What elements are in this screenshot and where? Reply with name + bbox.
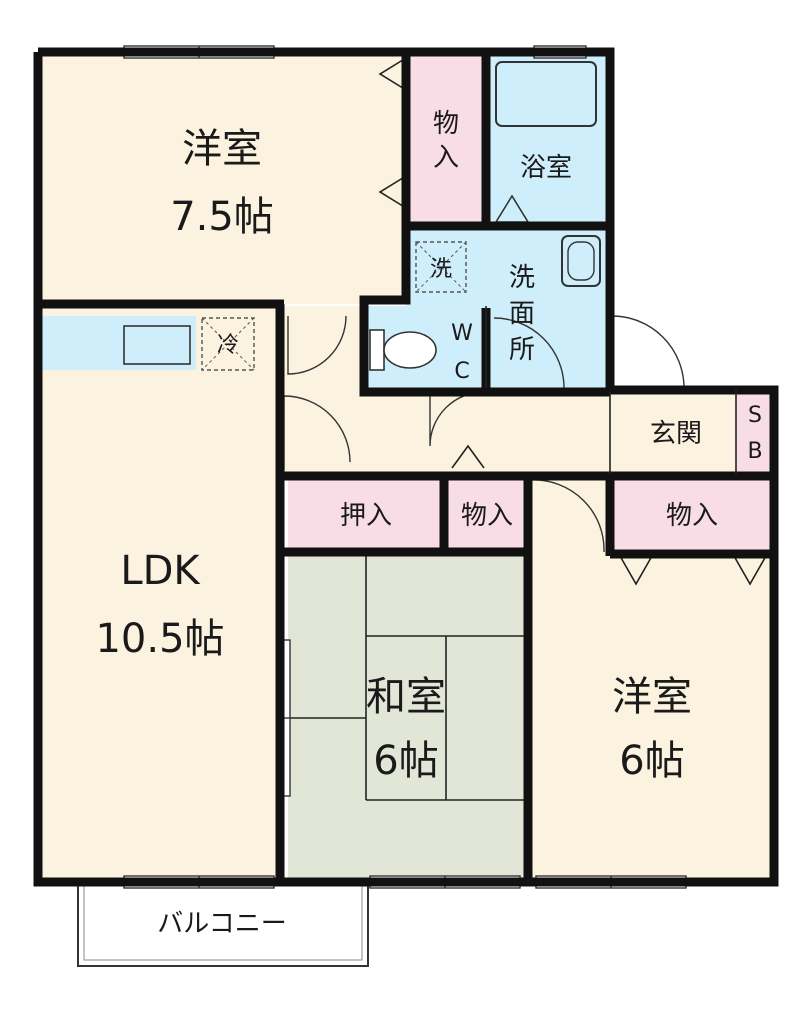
entrance-label: 玄関 bbox=[650, 419, 702, 449]
ldk-name: LDK bbox=[120, 548, 201, 594]
closet-center-floor bbox=[448, 478, 526, 550]
washroom-lower-floor bbox=[486, 300, 606, 388]
oshiire-floor bbox=[288, 478, 444, 550]
bathroom-label: 浴室 bbox=[520, 153, 572, 183]
toilet-tank-icon bbox=[369, 329, 385, 371]
oshiire-label: 押入 bbox=[340, 501, 392, 531]
tatami-pattern bbox=[288, 554, 524, 801]
closet-center-label: 物入 bbox=[461, 501, 513, 531]
fridge-diagonal2-icon bbox=[201, 317, 255, 371]
hall-pass-floor bbox=[526, 478, 610, 556]
room-western-south-name: 洋室 bbox=[612, 674, 692, 720]
toilet-bowl-icon bbox=[383, 331, 437, 369]
ldk-floor bbox=[38, 306, 284, 882]
japanese-room-size: 6帖 bbox=[373, 738, 438, 784]
room-western-south-size: 6帖 bbox=[619, 738, 684, 784]
washroom-label-1: 洗 bbox=[509, 263, 535, 293]
balcony-label: バルコニー bbox=[157, 909, 286, 939]
balcony-floor bbox=[77, 883, 369, 967]
hallway-lower-floor bbox=[284, 388, 614, 476]
shoe-box-label-1: S bbox=[748, 403, 762, 428]
room-western-north-name: 洋室 bbox=[182, 126, 262, 172]
washer-label: 洗 bbox=[430, 257, 452, 282]
washer-space-icon bbox=[415, 241, 467, 293]
washbasin-icon bbox=[561, 235, 601, 287]
japanese-room-name: 和室 bbox=[366, 674, 446, 720]
fridge-label: 冷 bbox=[217, 333, 239, 358]
washroom-label-2: 面 bbox=[509, 299, 535, 329]
toilet-label-1: W bbox=[451, 321, 473, 346]
sink-icon bbox=[123, 325, 191, 365]
closet-door-marks bbox=[378, 57, 767, 586]
entrance-floor bbox=[610, 390, 736, 474]
closet-right-label: 物入 bbox=[666, 501, 718, 531]
closet-north-label-1: 物 bbox=[433, 109, 459, 139]
shoe-box-floor bbox=[736, 390, 774, 474]
ldk-size: 10.5帖 bbox=[95, 616, 224, 662]
bathtub-icon bbox=[495, 61, 597, 127]
room-western-north-size: 7.5帖 bbox=[170, 194, 274, 240]
thin-partitions bbox=[485, 306, 737, 474]
washroom-label-3: 所 bbox=[509, 335, 535, 365]
toilet-label-2: C bbox=[454, 359, 469, 384]
closet-north-label-2: 入 bbox=[433, 143, 459, 173]
washbasin-bowl-icon bbox=[567, 241, 595, 281]
closet-north-floor bbox=[406, 52, 486, 222]
room-western-north-floor bbox=[38, 52, 406, 304]
room-western-south-floor bbox=[532, 556, 774, 882]
closet-right-floor bbox=[614, 478, 772, 552]
fridge-space-icon bbox=[201, 317, 255, 371]
shoe-box-label-2: B bbox=[747, 439, 762, 464]
